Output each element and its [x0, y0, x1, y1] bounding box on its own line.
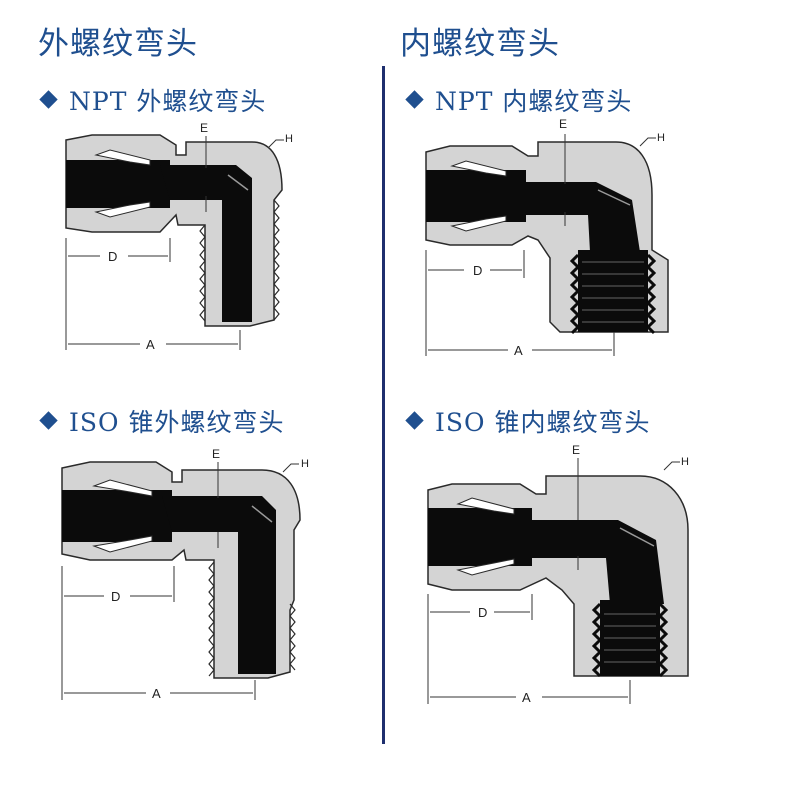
dim-label-e: E: [559, 117, 567, 131]
dim-label-e: E: [572, 443, 580, 457]
section-label: ISO 锥内螺纹弯头: [435, 408, 651, 437]
dim-label-d: D: [108, 249, 117, 264]
dim-label-d: D: [473, 263, 482, 278]
dim-label-d: D: [111, 589, 120, 604]
dimension-lines: [61, 462, 299, 700]
ferrules: [94, 149, 151, 218]
female-elbow-title: 内螺纹弯头: [400, 26, 560, 62]
tube-bore: [62, 490, 276, 674]
ferrules: [92, 479, 153, 553]
section-npt-female: NPT 内螺纹弯头: [405, 82, 633, 118]
dim-label-h: H: [681, 456, 689, 468]
male-elbow-title: 外螺纹弯头: [38, 26, 198, 62]
ferrules: [456, 497, 515, 576]
tube-bore: [428, 508, 664, 604]
section-iso-male: ISO 锥外螺纹弯头: [39, 403, 285, 439]
thread-bore: [591, 600, 669, 678]
dimension-lines: [427, 458, 680, 704]
dim-label-a: A: [152, 686, 161, 701]
section-label: NPT 外螺纹弯头: [69, 87, 267, 116]
section-iso-female: ISO 锥内螺纹弯头: [405, 403, 651, 439]
dim-label-e: E: [200, 121, 208, 135]
ferrules: [450, 160, 507, 232]
thread-bore: [569, 250, 657, 335]
column-divider: [382, 66, 385, 744]
dim-label-e: E: [212, 447, 220, 461]
dim-label-a: A: [522, 690, 531, 705]
tube-bore: [66, 160, 252, 322]
section-npt-male: NPT 外螺纹弯头: [39, 82, 267, 118]
tube-bore: [426, 170, 640, 252]
dim-label-h: H: [301, 458, 309, 470]
dim-label-a: A: [146, 337, 155, 352]
dim-label-h: H: [657, 132, 665, 144]
section-label: ISO 锥外螺纹弯头: [69, 408, 285, 437]
dimension-lines: [65, 136, 284, 350]
dim-label-h: H: [285, 133, 293, 145]
dim-label-d: D: [478, 605, 487, 620]
dimension-lines: [425, 134, 656, 356]
section-label: NPT 内螺纹弯头: [435, 87, 633, 116]
dim-label-a: A: [514, 343, 523, 358]
